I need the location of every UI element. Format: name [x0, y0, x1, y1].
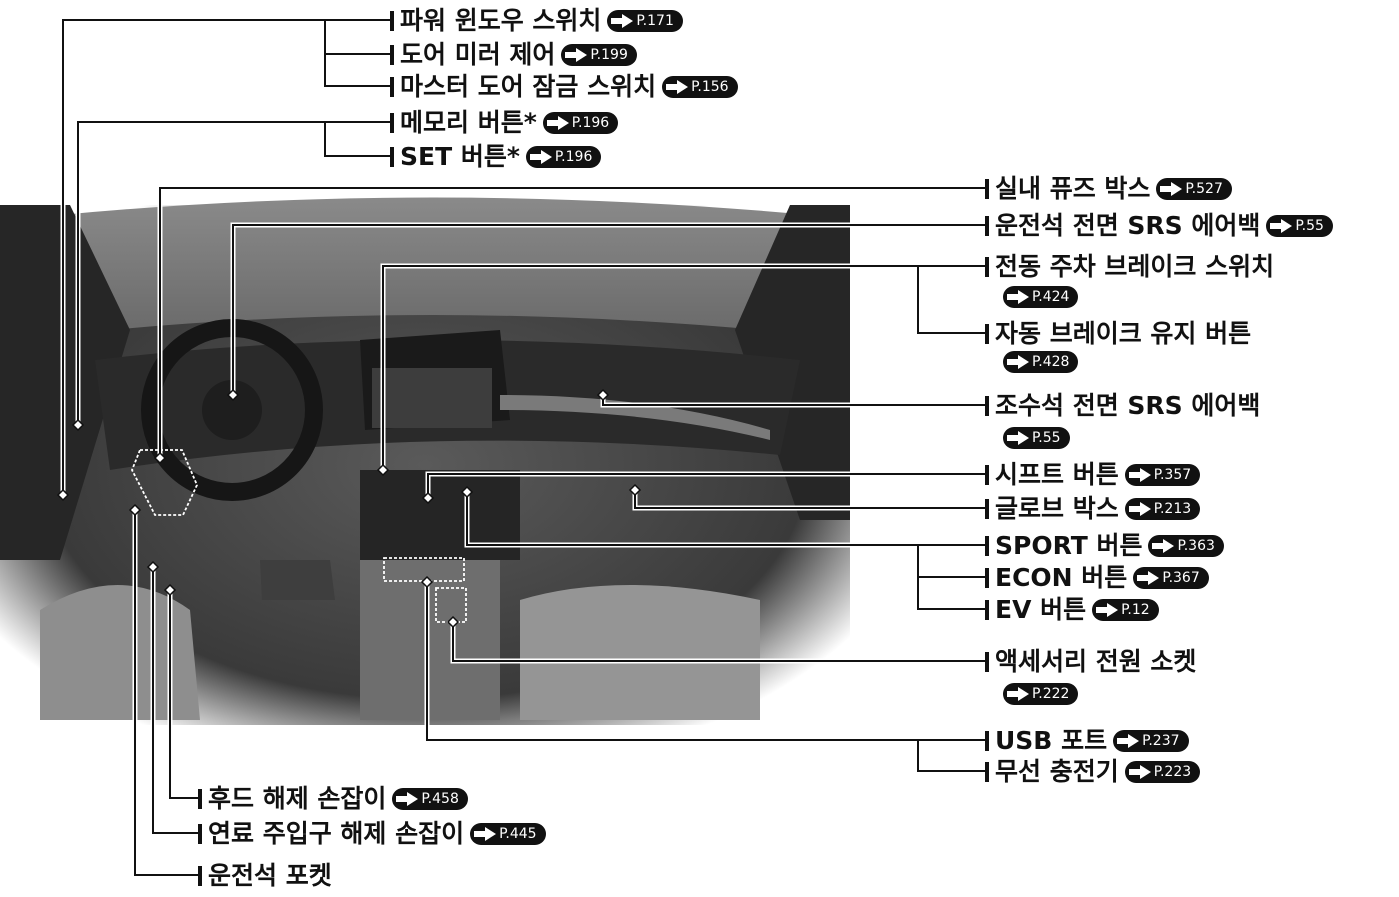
label-brake-hold-ref-row: P.428	[1003, 351, 1079, 373]
label-accessory-socket: 액세서리 전원 소켓	[985, 649, 1196, 674]
ref-passenger-airbag[interactable]: P.55	[1003, 427, 1070, 449]
right-arrow-icon	[1007, 290, 1029, 304]
ref-power-window[interactable]: P.171	[607, 9, 683, 32]
right-arrow-icon	[1160, 181, 1183, 196]
right-arrow-icon	[666, 79, 689, 94]
label-parking-brake: 전동 주차 브레이크 스위치	[985, 254, 1274, 279]
memory-set-highlight	[131, 449, 198, 516]
right-arrow-icon	[1137, 570, 1160, 585]
right-arrow-icon	[546, 115, 569, 130]
right-arrow-icon	[1007, 687, 1029, 701]
label-accessory-socket-ref-row: P.222	[1003, 683, 1079, 705]
label-parking-brake-ref-row: P.424	[1003, 286, 1079, 308]
ref-brake-hold[interactable]: P.428	[1003, 351, 1079, 373]
ref-master-lock[interactable]: P.156	[662, 75, 738, 98]
ref-set-button[interactable]: P.196	[525, 145, 602, 168]
ref-shift-button[interactable]: P.357	[1124, 463, 1201, 486]
ref-econ-button[interactable]: P.367	[1133, 566, 1209, 589]
ref-memory-button[interactable]: P.196	[542, 111, 619, 134]
ref-wireless-charger[interactable]: P.223	[1124, 760, 1201, 783]
ref-door-mirror[interactable]: P.199	[561, 43, 637, 66]
ref-usb-port[interactable]: P.237	[1113, 729, 1189, 752]
label-driver-pocket: 운전석 포켓	[198, 863, 332, 888]
ref-hood-release[interactable]: P.458	[392, 787, 468, 810]
right-arrow-icon	[1007, 431, 1029, 445]
ref-accessory-socket[interactable]: P.222	[1003, 683, 1079, 705]
right-arrow-icon	[529, 149, 552, 164]
ref-driver-airbag[interactable]: P.55	[1266, 214, 1333, 237]
right-arrow-icon	[1128, 764, 1151, 779]
label-passenger-airbag-ref-row: P.55	[1003, 427, 1070, 449]
label-set-button: SET 버튼*P.196	[390, 144, 602, 169]
right-arrow-icon	[1128, 501, 1151, 516]
label-passenger-airbag: 조수석 전면 SRS 에어백	[985, 393, 1260, 418]
right-arrow-icon	[1270, 218, 1293, 233]
ref-sport-button[interactable]: P.363	[1148, 534, 1224, 557]
right-arrow-icon	[1117, 733, 1140, 748]
label-memory-button: 메모리 버튼*P.196	[390, 110, 619, 135]
right-arrow-icon	[396, 791, 419, 806]
right-arrow-icon	[1096, 602, 1119, 617]
ref-ev-button[interactable]: P.12	[1092, 598, 1159, 621]
ref-glove-box[interactable]: P.213	[1124, 497, 1201, 520]
label-brake-hold: 자동 브레이크 유지 버튼	[985, 321, 1251, 346]
right-arrow-icon	[1007, 355, 1029, 369]
right-arrow-icon	[1152, 538, 1175, 553]
right-arrow-icon	[474, 826, 497, 841]
right-arrow-icon	[1128, 467, 1151, 482]
interior-photo	[0, 197, 850, 725]
ref-fuse-box[interactable]: P.527	[1156, 177, 1232, 200]
ref-parking-brake[interactable]: P.424	[1003, 286, 1079, 308]
ref-fuel-door-release[interactable]: P.445	[470, 822, 546, 845]
right-arrow-icon	[611, 13, 634, 28]
socket-highlight	[435, 587, 467, 623]
right-arrow-icon	[565, 47, 588, 62]
